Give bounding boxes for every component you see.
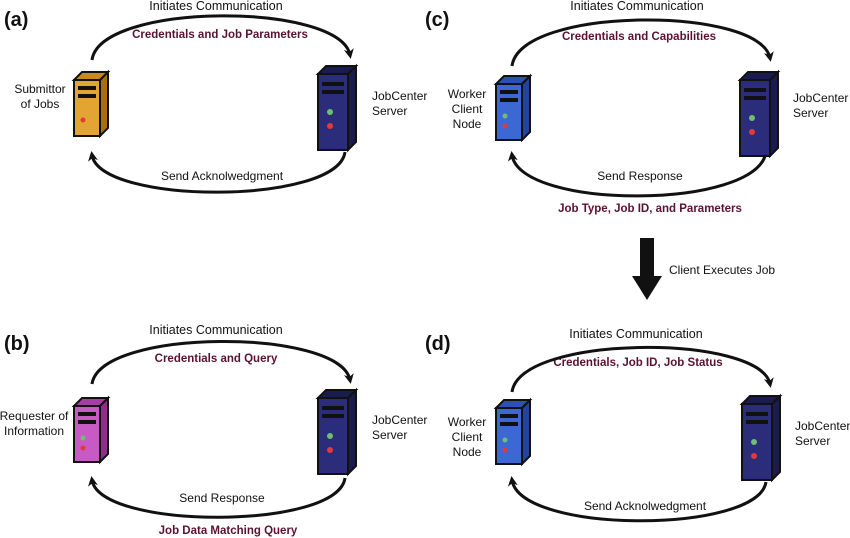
panel-a-request-arrow — [90, 14, 354, 61]
panel-a-server-label-line2: Server — [372, 104, 407, 118]
panel-c-label: (c) — [425, 9, 449, 31]
panel-a: (a) Initiates Communication Credentials … — [4, 0, 427, 194]
panel-d-acknowledgment-caption: Send Acknolwedgment — [584, 499, 707, 513]
panel-a-client-label-line1: Submittor — [14, 82, 65, 96]
panel-b-initiates-caption: Initiates Communication — [149, 323, 282, 337]
panel-a-response-arrow — [88, 151, 347, 194]
transition-arrow-head — [632, 276, 662, 300]
transition-label: Client Executes Job — [669, 263, 775, 277]
panel-c-client-label-line3: Node — [453, 117, 482, 131]
transition: Client Executes Job — [632, 238, 775, 300]
panel-d: (d) Initiates Communication Credentials,… — [425, 327, 850, 523]
panel-c: (c) Initiates Communication Credentials … — [425, 0, 848, 215]
panel-b-client-label-line1: Requester of — [0, 409, 69, 423]
transition-arrow-shaft — [640, 238, 654, 280]
panel-d-client-tower-icon — [493, 397, 533, 467]
panel-d-client-label-line3: Node — [453, 445, 482, 459]
panel-a-server-label-line1: JobCenter — [372, 89, 427, 103]
panel-b-request-message: Credentials and Query — [155, 353, 278, 365]
panel-d-server-tower-icon — [739, 393, 783, 483]
panel-b-server-label-line1: JobCenter — [372, 413, 427, 427]
panel-d-server-label-line1: JobCenter — [795, 419, 850, 433]
panel-b-client-tower-icon — [71, 395, 111, 465]
panel-a-initiates-caption: Initiates Communication — [149, 0, 282, 13]
panel-c-server-tower-icon — [737, 69, 781, 159]
panel-c-response-caption: Send Response — [597, 169, 683, 183]
panel-c-server-label-line1: JobCenter — [793, 91, 848, 105]
panel-b-server-label-line2: Server — [372, 428, 407, 442]
panel-b: (b) Initiates Communication Credentials … — [0, 323, 427, 537]
panel-b-response-arrow — [88, 476, 347, 519]
panel-c-server-label-line2: Server — [793, 106, 828, 120]
panel-b-request-arrow — [90, 340, 354, 385]
panel-b-response-caption: Send Response — [179, 491, 265, 505]
panel-c-response-arrow — [507, 151, 768, 198]
panel-a-client-label-line2: of Jobs — [21, 97, 60, 111]
panel-d-server-label-line2: Server — [795, 434, 830, 448]
panel-c-response-message: Job Type, Job ID, and Parameters — [558, 203, 742, 215]
panel-a-server-tower-icon — [315, 63, 359, 153]
panel-d-request-arrow — [510, 345, 774, 393]
panel-c-initiates-caption: Initiates Communication — [570, 0, 703, 13]
panel-a-request-message: Credentials and Job Parameters — [132, 29, 308, 41]
panel-a-client-tower-icon — [71, 69, 111, 139]
panel-b-client-label-line2: Information — [4, 424, 64, 438]
panel-c-client-label-line2: Client — [452, 102, 483, 116]
panel-d-initiates-caption: Initiates Communication — [569, 327, 702, 341]
panel-d-response-arrow — [507, 476, 768, 523]
panel-c-request-arrow — [510, 18, 774, 67]
panel-c-client-tower-icon — [493, 73, 533, 143]
panel-c-client-label-line1: Worker — [448, 87, 486, 101]
panel-b-response-message: Job Data Matching Query — [159, 525, 298, 537]
panel-b-label: (b) — [4, 333, 30, 355]
panel-c-request-message: Credentials and Capabilities — [562, 31, 716, 43]
panel-d-client-label-line2: Client — [452, 430, 483, 444]
panel-a-acknowledgment-caption: Send Acknolwedgment — [161, 169, 284, 183]
panel-d-request-message: Credentials, Job ID, Job Status — [553, 357, 722, 369]
panel-b-server-tower-icon — [315, 387, 359, 477]
panel-d-label: (d) — [425, 333, 451, 355]
panel-a-label: (a) — [4, 9, 28, 31]
panel-d-client-label-line1: Worker — [448, 415, 486, 429]
